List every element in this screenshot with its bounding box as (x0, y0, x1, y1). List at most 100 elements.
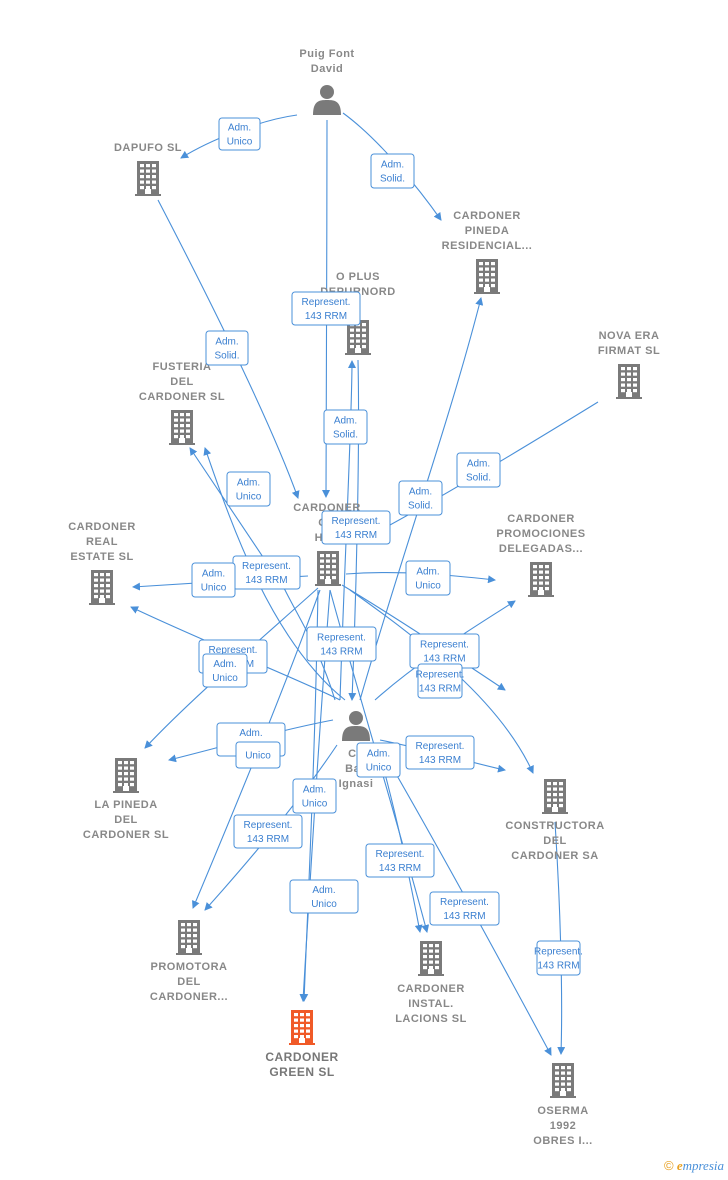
edge-label: Adm.Solid. (323, 409, 368, 445)
building-icon (542, 779, 568, 814)
person-icon (313, 85, 341, 115)
building-icon (176, 920, 202, 955)
edge-label: Adm.Unico (292, 778, 337, 814)
edge-label: Adm.Unico (191, 562, 236, 598)
node-label: ESTATE SL (70, 551, 133, 563)
node-label: GREEN SL (269, 1065, 334, 1079)
svg-text:Represent.: Represent. (332, 516, 381, 527)
node-label: LACIONS SL (395, 1013, 467, 1025)
empresia-logo[interactable]: © empresia (664, 1158, 724, 1174)
svg-text:Solid.: Solid. (408, 501, 433, 512)
svg-text:Represent.: Represent. (440, 897, 489, 908)
svg-text:Adm.: Adm. (467, 459, 490, 470)
svg-text:Represent.: Represent. (209, 645, 258, 656)
svg-text:143 RRM: 143 RRM (537, 961, 579, 972)
edge-label: Represent.143 RRM (232, 555, 301, 590)
node-label: DEL (170, 376, 194, 388)
svg-text:Unico: Unico (201, 583, 227, 594)
node-label: CARDONER... (150, 991, 228, 1003)
svg-text:Adm.: Adm. (312, 885, 335, 896)
edge-label: Adm. Unico (289, 879, 359, 914)
svg-text:143 RRM: 143 RRM (443, 911, 485, 922)
svg-text:Adm.: Adm. (215, 337, 238, 348)
svg-text:Solid.: Solid. (466, 473, 491, 484)
building-icon (418, 941, 444, 976)
svg-text:Solid.: Solid. (333, 430, 358, 441)
edge-label: Represent. 143 RRM (365, 843, 435, 878)
node-label: INSTAL. (408, 998, 453, 1010)
node-label: PROMOTORA (150, 961, 227, 973)
edge-label: Adm.Unico (405, 560, 451, 596)
building-icon (616, 364, 642, 399)
svg-text:143 RRM: 143 RRM (247, 834, 289, 845)
svg-text:Unico: Unico (302, 799, 328, 810)
svg-text:Adm.: Adm. (367, 749, 390, 760)
edge-label: Represent. 143 RRM (534, 940, 583, 976)
svg-text:Represent.: Represent. (376, 849, 425, 860)
svg-text:Represent.: Represent. (244, 820, 293, 831)
copyright-icon: © (663, 1158, 674, 1173)
svg-text:143 RRM: 143 RRM (335, 530, 377, 541)
svg-text:Represent.: Represent. (416, 741, 465, 752)
edge-label: Represent.143 RRM (405, 735, 475, 770)
svg-text:143 RRM: 143 RRM (379, 863, 421, 874)
edge-label: Represent. 143 RRM (321, 510, 391, 545)
building-icon (135, 161, 161, 196)
node-label: Ignasi (339, 778, 374, 790)
building-icon (113, 758, 139, 793)
svg-text:Adm.: Adm. (228, 123, 251, 134)
svg-text:Solid.: Solid. (380, 174, 405, 185)
node-promociones[interactable]: CARDONERPROMOCIONESDELEGADAS... (496, 513, 585, 597)
building-icon (169, 410, 195, 445)
node-label: CARDONER SL (83, 829, 169, 841)
svg-text:143 RRM: 143 RRM (423, 654, 465, 665)
building-icon (89, 570, 115, 605)
svg-text:Adm.: Adm. (381, 160, 404, 171)
svg-text:143 RRM: 143 RRM (245, 575, 287, 586)
node-label: Puig Font (299, 48, 354, 60)
edge-label: Adm.Solid. (398, 480, 443, 516)
node-label: 1992 (550, 1120, 576, 1132)
edge-label: Represent. 143 RRM (306, 626, 377, 662)
node-label: CARDONER (265, 1050, 338, 1064)
edge-label: Represent. 143 RRM (233, 814, 303, 849)
brand-name: mpresia (682, 1158, 724, 1173)
svg-text:Unico: Unico (415, 581, 441, 592)
node-label: O PLUS (336, 271, 380, 283)
svg-text:143 RRM: 143 RRM (320, 647, 362, 658)
svg-text:Adm.: Adm. (213, 659, 236, 670)
node-label: CONSTRUCTORA (505, 820, 604, 832)
svg-text:Represent.: Represent. (317, 633, 366, 644)
svg-text:Unico: Unico (236, 492, 262, 503)
svg-text:Represent.: Represent. (420, 640, 469, 651)
edge-label: Adm. Solid. (456, 452, 501, 488)
building-icon (289, 1010, 315, 1045)
svg-text:Adm.: Adm. (239, 728, 262, 739)
svg-text:Represent.: Represent. (534, 947, 583, 958)
svg-text:Represent.: Represent. (302, 297, 351, 308)
node-dapufo[interactable]: DAPUFO SL (114, 142, 182, 196)
edge-label: Adm.Unico (226, 471, 271, 507)
svg-text:Solid.: Solid. (214, 351, 239, 362)
node-label: CARDONER (68, 521, 136, 533)
node-label: FUSTERIA (153, 361, 212, 373)
svg-text:Unico: Unico (311, 899, 337, 910)
node-label: CARDONER (507, 513, 575, 525)
node-promotora[interactable]: PROMOTORADELCARDONER... (150, 920, 228, 1003)
svg-text:Unico: Unico (212, 673, 238, 684)
building-icon (528, 562, 554, 597)
node-pineda_res[interactable]: CARDONERPINEDARESIDENCIAL... (442, 210, 533, 294)
edge-label: Unico (235, 741, 281, 769)
svg-text:Unico: Unico (245, 751, 271, 762)
